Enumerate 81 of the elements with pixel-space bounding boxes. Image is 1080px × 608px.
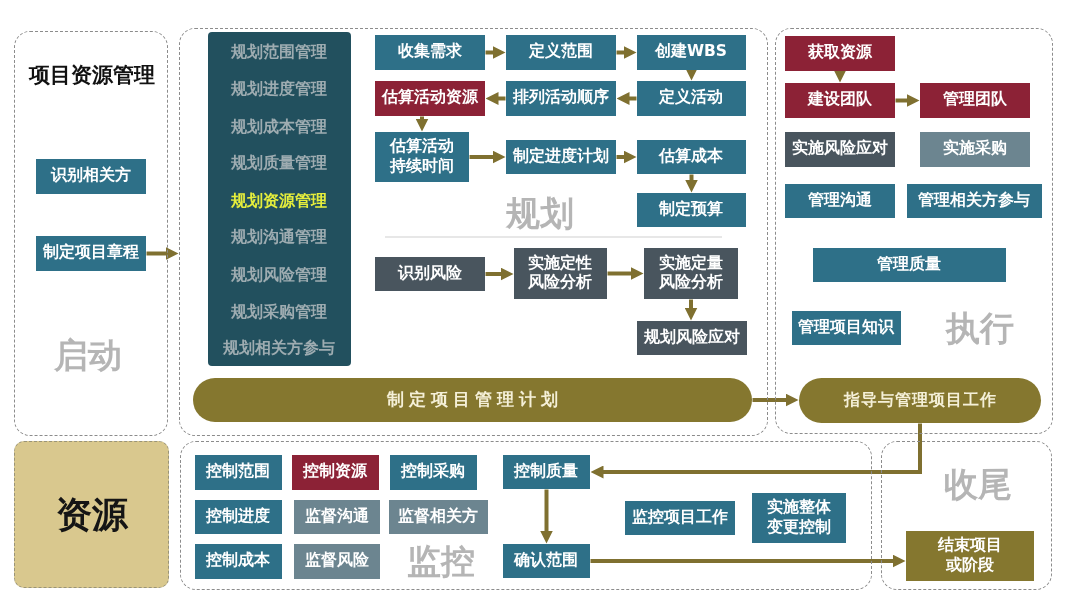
process-box: 管理团队 — [919, 82, 1030, 118]
process-box: 实施定量风险分析 — [643, 247, 738, 299]
process-box: 控制范围 — [194, 454, 282, 490]
list-item: 规划相关方参与 — [223, 339, 335, 356]
phase-label: 执行 — [945, 310, 1014, 345]
list-panel — [207, 31, 351, 366]
process-box: 定义活动 — [636, 80, 746, 116]
process-box: 建设团队 — [784, 82, 895, 118]
arrow — [540, 489, 553, 544]
process-box: 监督沟通 — [293, 499, 380, 534]
process-box: 排列活动顺序 — [505, 80, 616, 116]
phase-label: 收尾 — [943, 466, 1012, 501]
phase-panel — [881, 441, 1052, 590]
phase-panel — [179, 28, 768, 436]
process-box: 控制资源 — [291, 454, 379, 490]
process-box: 估算活动资源 — [374, 80, 485, 116]
phase-panel — [775, 28, 1053, 434]
title: 项目资源管理 — [29, 64, 155, 86]
arrow — [752, 393, 799, 407]
label-box: 资源 — [14, 441, 169, 588]
process-box: 制定进度计划 — [505, 139, 616, 174]
list-item: 规划采购管理 — [231, 303, 327, 320]
process-box: 控制进度 — [194, 499, 282, 534]
arrow — [616, 46, 637, 59]
process-box: 监督风险 — [293, 543, 380, 579]
process-box: 确认范围 — [502, 543, 590, 578]
process-box: 实施采购 — [919, 131, 1030, 167]
process-box: 控制质量 — [502, 454, 590, 489]
process-box: 实施定性风险分析 — [513, 247, 607, 299]
arrow — [590, 554, 906, 568]
phase-label: 监控 — [406, 543, 475, 578]
process-box: 管理沟通 — [784, 183, 895, 218]
arrow — [833, 69, 847, 83]
arrow — [684, 299, 698, 321]
arrow — [616, 150, 637, 164]
phase-panel — [180, 441, 872, 590]
process-box: 估算成本 — [636, 139, 746, 174]
phase-label: 规划 — [505, 195, 574, 230]
process-box: 实施风险应对 — [784, 131, 895, 167]
process-box: 制定项目章程 — [35, 235, 146, 271]
list-item: 规划质量管理 — [231, 154, 327, 171]
arrow — [895, 94, 920, 107]
arrow — [146, 247, 179, 260]
arrow — [616, 92, 637, 105]
arrow — [415, 116, 429, 132]
process-box: 制定预算 — [636, 192, 746, 227]
process-box: 管理相关方参与 — [906, 183, 1042, 218]
process-box: 识别风险 — [374, 256, 485, 291]
process-box: 识别相关方 — [35, 158, 146, 194]
arrow — [485, 46, 506, 59]
process-box: 监督相关方 — [388, 499, 488, 534]
process-box: 创建WBS — [636, 34, 746, 70]
arrow — [485, 267, 514, 281]
arrow — [685, 174, 698, 193]
process-box: 控制采购 — [389, 454, 477, 490]
list-item: 规划范围管理 — [231, 43, 327, 60]
list-item: 规划进度管理 — [231, 80, 327, 97]
process-pill: 制定项目管理计划 — [192, 377, 752, 422]
arrow — [469, 150, 506, 164]
list-item: 规划风险管理 — [231, 266, 327, 283]
process-box: 结束项目或阶段 — [905, 530, 1034, 581]
list-item: 规划资源管理 — [231, 192, 327, 209]
process-box: 估算活动持续时间 — [374, 131, 469, 182]
process-box: 控制成本 — [194, 543, 282, 579]
arrow — [607, 267, 644, 280]
list-item: 规划成本管理 — [231, 118, 327, 135]
arrow — [590, 423, 922, 479]
arrow — [485, 92, 506, 105]
process-box: 定义范围 — [505, 34, 616, 70]
phase-label: 启动 — [53, 337, 122, 372]
list-item: 规划沟通管理 — [231, 228, 327, 245]
process-box: 管理质量 — [812, 247, 1006, 282]
process-box: 监控项目工作 — [624, 500, 735, 535]
process-pill: 指导与管理项目工作 — [798, 377, 1041, 423]
process-box: 收集需求 — [374, 34, 485, 70]
phase-panel — [14, 31, 168, 436]
process-box: 规划风险应对 — [636, 320, 747, 355]
process-box: 获取资源 — [784, 35, 895, 71]
process-box: 实施整体变更控制 — [751, 492, 846, 543]
process-box: 管理项目知识 — [791, 310, 901, 345]
arrow — [685, 67, 698, 81]
